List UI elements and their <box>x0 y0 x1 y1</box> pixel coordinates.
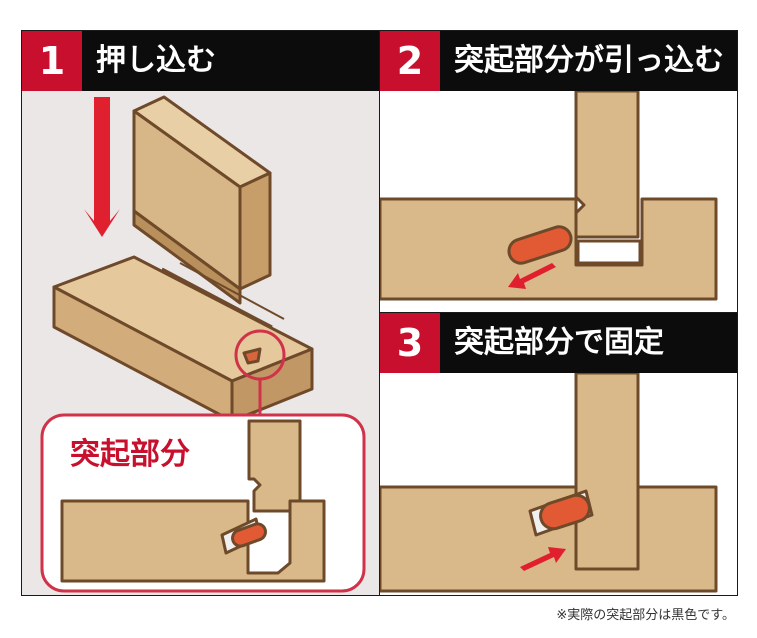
callout-joint <box>60 419 326 583</box>
step-2-title: 突起部分が引っ込む <box>454 43 724 78</box>
protrusion <box>507 225 573 265</box>
step-3-title: 突起部分で固定 <box>454 325 664 360</box>
step-2-illustration <box>380 91 737 312</box>
callout-label: 突起部分 <box>70 437 190 472</box>
push-down-arrow <box>84 97 120 237</box>
step-3-header: 3 突起部分で固定 <box>380 313 737 373</box>
vertical-board <box>574 373 640 571</box>
retract-arrow <box>508 263 556 289</box>
step-1-header: 1 押し込む <box>22 31 379 91</box>
diagram-frame: 1 押し込む <box>21 30 738 596</box>
step-1-title: 押し込む <box>96 43 216 78</box>
protrusion <box>539 493 591 531</box>
step-3-number: 3 <box>380 313 440 373</box>
lock-arrow <box>520 547 566 571</box>
step-3-panel: 3 突起部分で固定 <box>380 313 737 595</box>
vertical-board <box>574 91 640 239</box>
step-1-panel: 1 押し込む <box>22 31 380 595</box>
step-2-header: 2 突起部分が引っ込む <box>380 31 737 91</box>
base-board <box>52 255 314 423</box>
step-2-panel: 2 突起部分が引っ込む <box>380 31 737 313</box>
footnote: ※実際の突起部分は黒色です。 <box>556 608 735 623</box>
step-3-illustration <box>380 373 737 595</box>
step-1-illustration: 突起部分 <box>22 91 379 595</box>
step-1-number: 1 <box>22 31 82 91</box>
step-2-number: 2 <box>380 31 440 91</box>
